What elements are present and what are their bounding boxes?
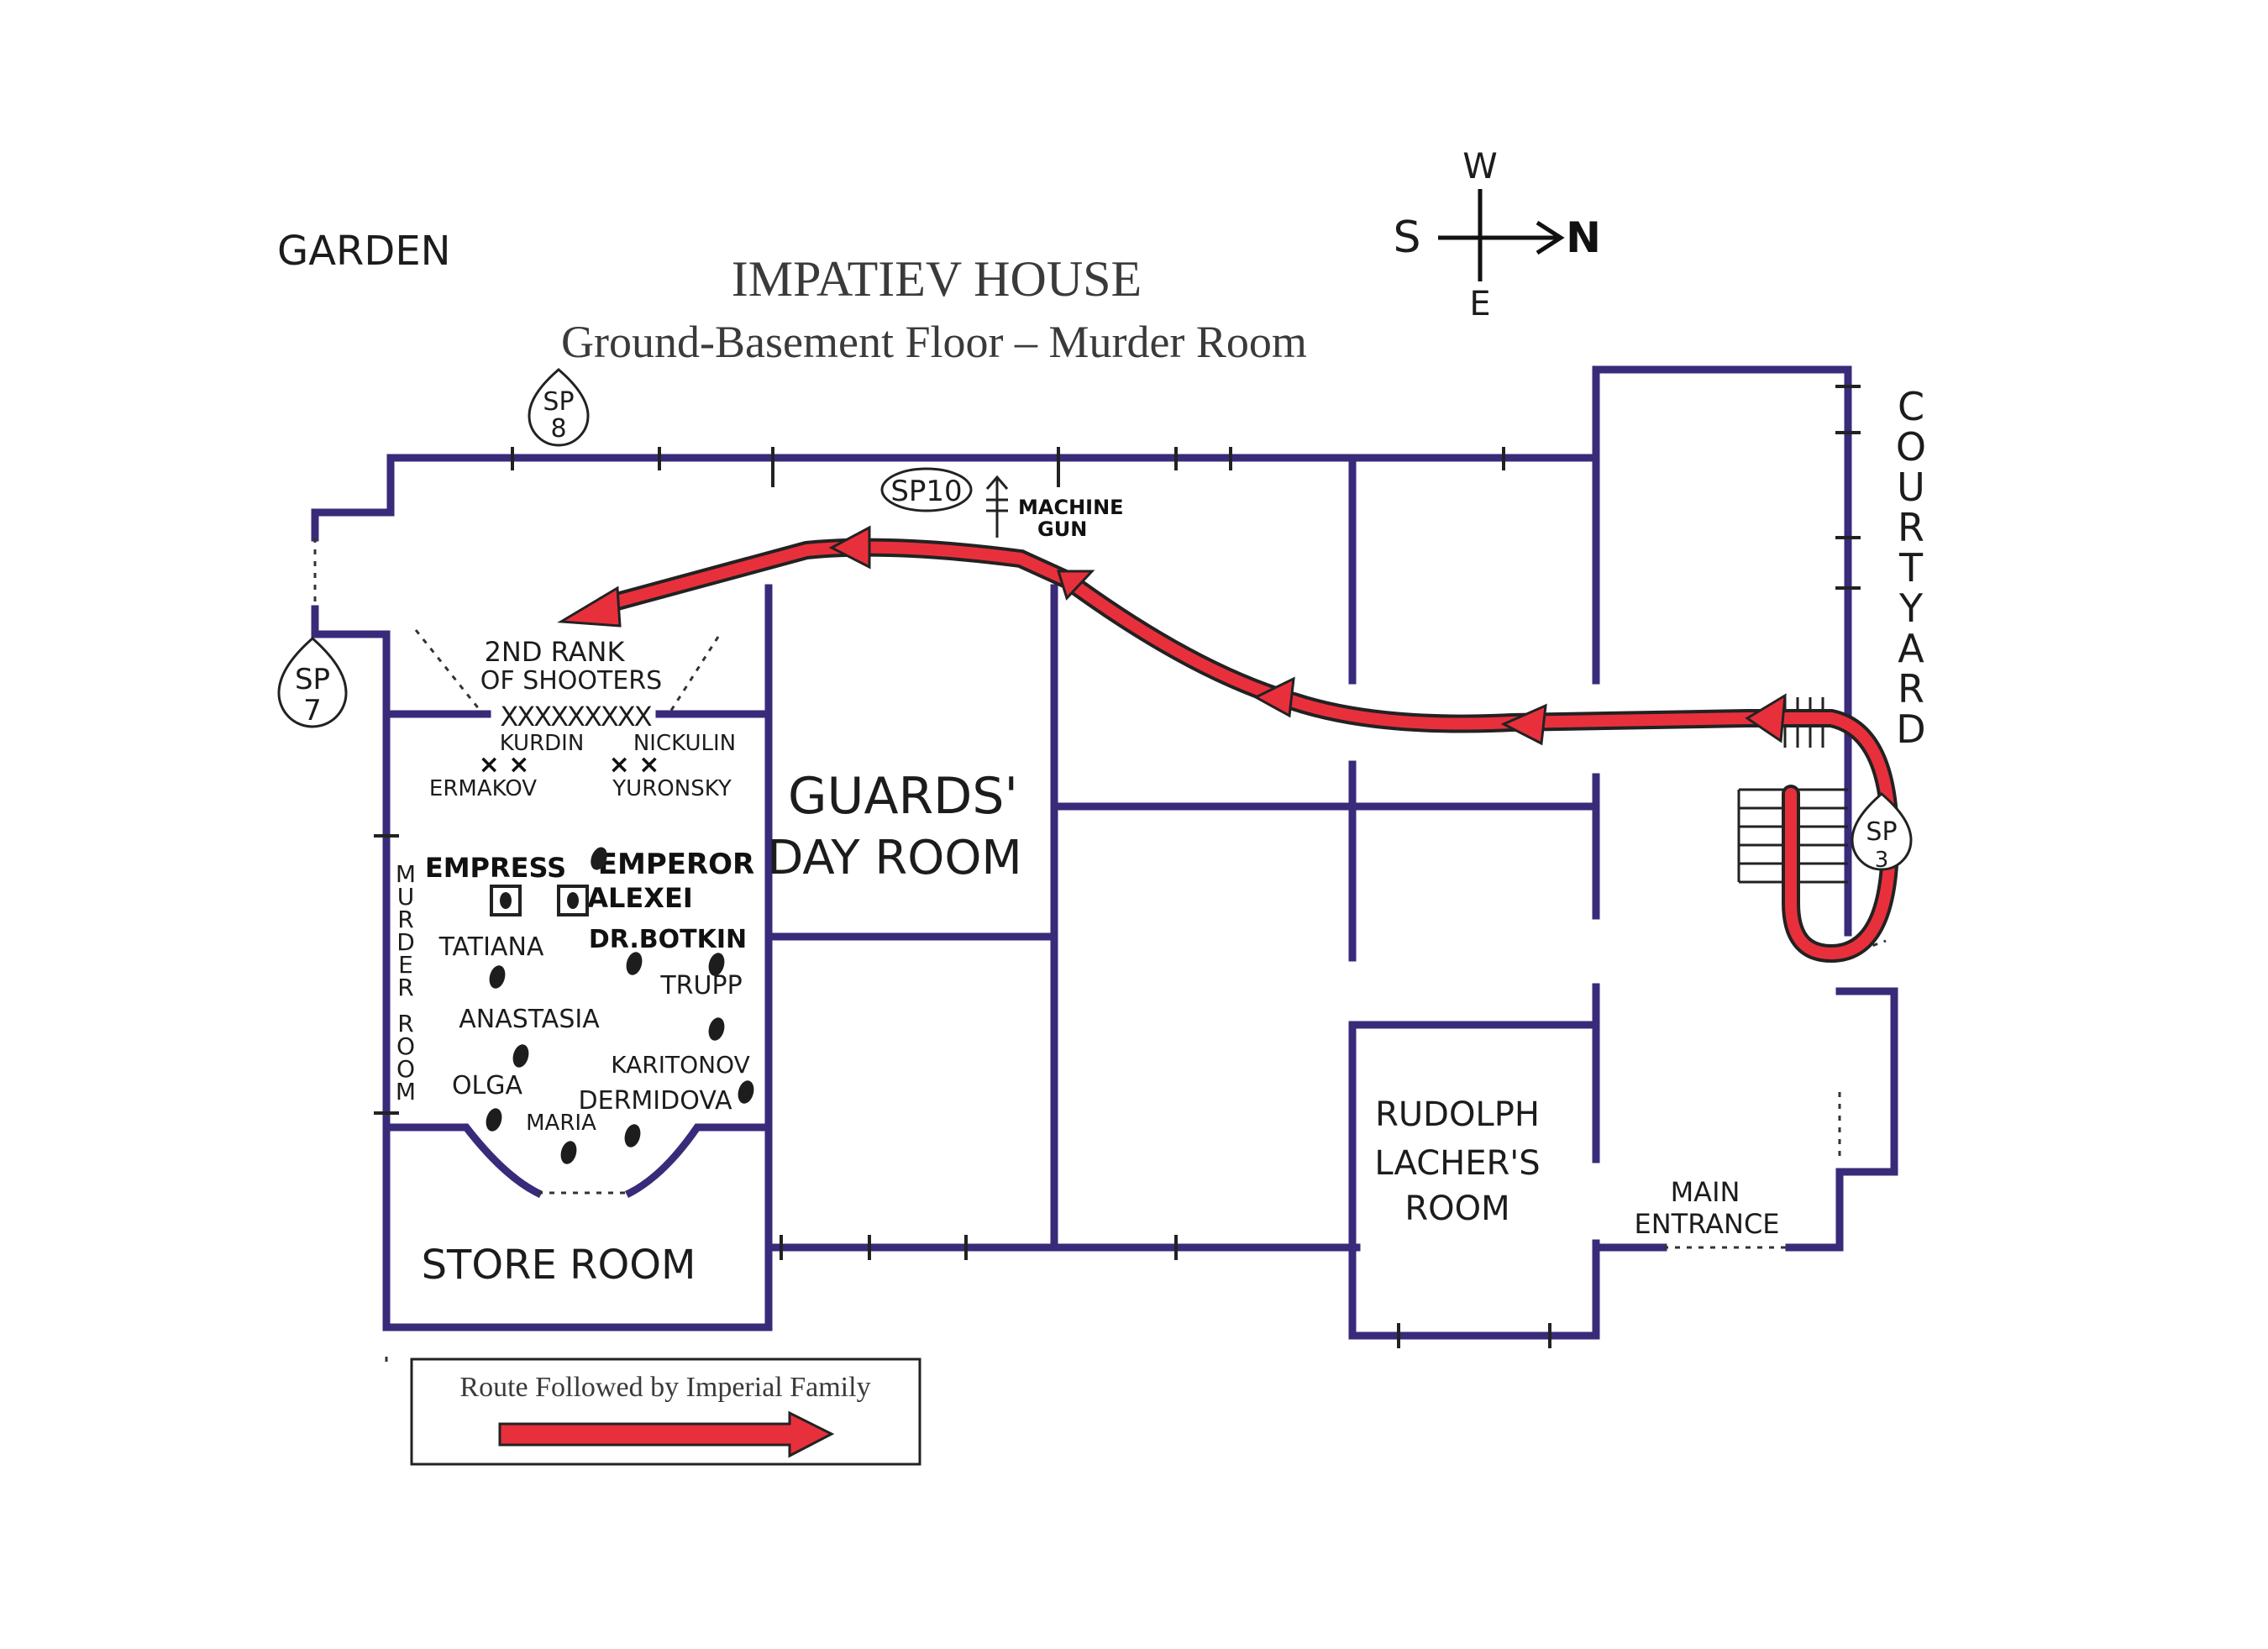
victim-alexei: ALEXEI — [587, 882, 692, 914]
guards-room-label-2: DAY ROOM — [767, 831, 1022, 885]
sp3-marker: SP 3 — [1851, 792, 1913, 873]
victim-karitonov: KARITONOV — [611, 1051, 750, 1079]
lacher-room-label-3: ROOM — [1404, 1189, 1509, 1228]
victim-anastasia: ANASTASIA — [459, 1005, 600, 1034]
sp8-marker: SP 8 — [528, 368, 590, 447]
plan-subtitle: Ground-Basement Floor – Murder Room — [561, 317, 1307, 367]
store-room-label: STORE ROOM — [422, 1242, 696, 1289]
shooter-kurdin: KURDIN — [500, 731, 585, 756]
sp8-top: SP — [543, 387, 574, 417]
legend-arrow-icon — [498, 1410, 835, 1458]
shooter-nickulin: NICKULIN — [633, 731, 736, 756]
machine-gun-label-2: GUN — [1037, 517, 1087, 541]
sp8-bottom: 8 — [550, 414, 566, 444]
compass-west: W — [1462, 145, 1498, 186]
victim-tatiana: TATIANA — [438, 932, 544, 962]
machine-gun-icon — [985, 475, 1009, 538]
plan-title: IMPATIEV HOUSE — [732, 251, 1142, 307]
victim-emperor: EMPEROR — [598, 848, 754, 881]
victim-empress: EMPRESS — [425, 852, 566, 884]
sp3-top: SP — [1866, 817, 1897, 847]
main-entrance-label-2: ENTRANCE — [1634, 1208, 1779, 1240]
compass-north: N — [1566, 213, 1601, 262]
sp7-bottom: 7 — [303, 694, 322, 727]
main-entrance-label-1: MAIN — [1671, 1176, 1740, 1208]
compass-south: S — [1393, 213, 1420, 263]
victim-olga: OLGA — [452, 1071, 523, 1100]
sp10-label: SP10 — [890, 475, 962, 508]
shooter-ermakov: ERMAKOV — [429, 776, 537, 801]
shooter-yuronsky: YURONSKY — [612, 776, 732, 801]
victim-dermidova: DERMIDOVA — [579, 1086, 732, 1116]
sp10-marker: SP10 — [880, 467, 973, 512]
second-rank-label-1: 2ND RANK — [485, 636, 626, 668]
second-rank-marks: XXXXXXXXX — [500, 701, 651, 733]
door-ticks — [374, 385, 1861, 1348]
walls — [311, 365, 1898, 1340]
victim-markers — [486, 847, 754, 1164]
victim-trupp: TRUPP — [659, 971, 742, 1000]
victim-maria: MARIA — [526, 1111, 596, 1136]
sp7-marker: SP 7 — [277, 637, 348, 728]
shooter-marks-right: × × — [609, 750, 660, 780]
guards-room-label-1: GUARDS' — [788, 767, 1018, 826]
shooter-marks-left: × × — [479, 750, 530, 780]
compass: W S N E — [1393, 145, 1600, 323]
family-route — [557, 525, 1900, 964]
legend: Route Followed by Imperial Family — [410, 1358, 921, 1466]
compass-east: E — [1469, 285, 1490, 323]
victim-botkin: DR.BOTKIN — [589, 925, 747, 954]
sp7-top: SP — [295, 663, 330, 696]
sp3-bottom: 3 — [1875, 848, 1889, 873]
legend-label: Route Followed by Imperial Family — [459, 1372, 870, 1403]
garden-label: GARDEN — [277, 228, 451, 275]
machine-gun-label-1: MACHINE — [1018, 496, 1124, 519]
lacher-room-label-1: RUDOLPH — [1375, 1095, 1540, 1134]
second-rank-label-2: OF SHOOTERS — [480, 666, 662, 696]
lacher-room-label-2: LACHER'S — [1374, 1144, 1540, 1183]
